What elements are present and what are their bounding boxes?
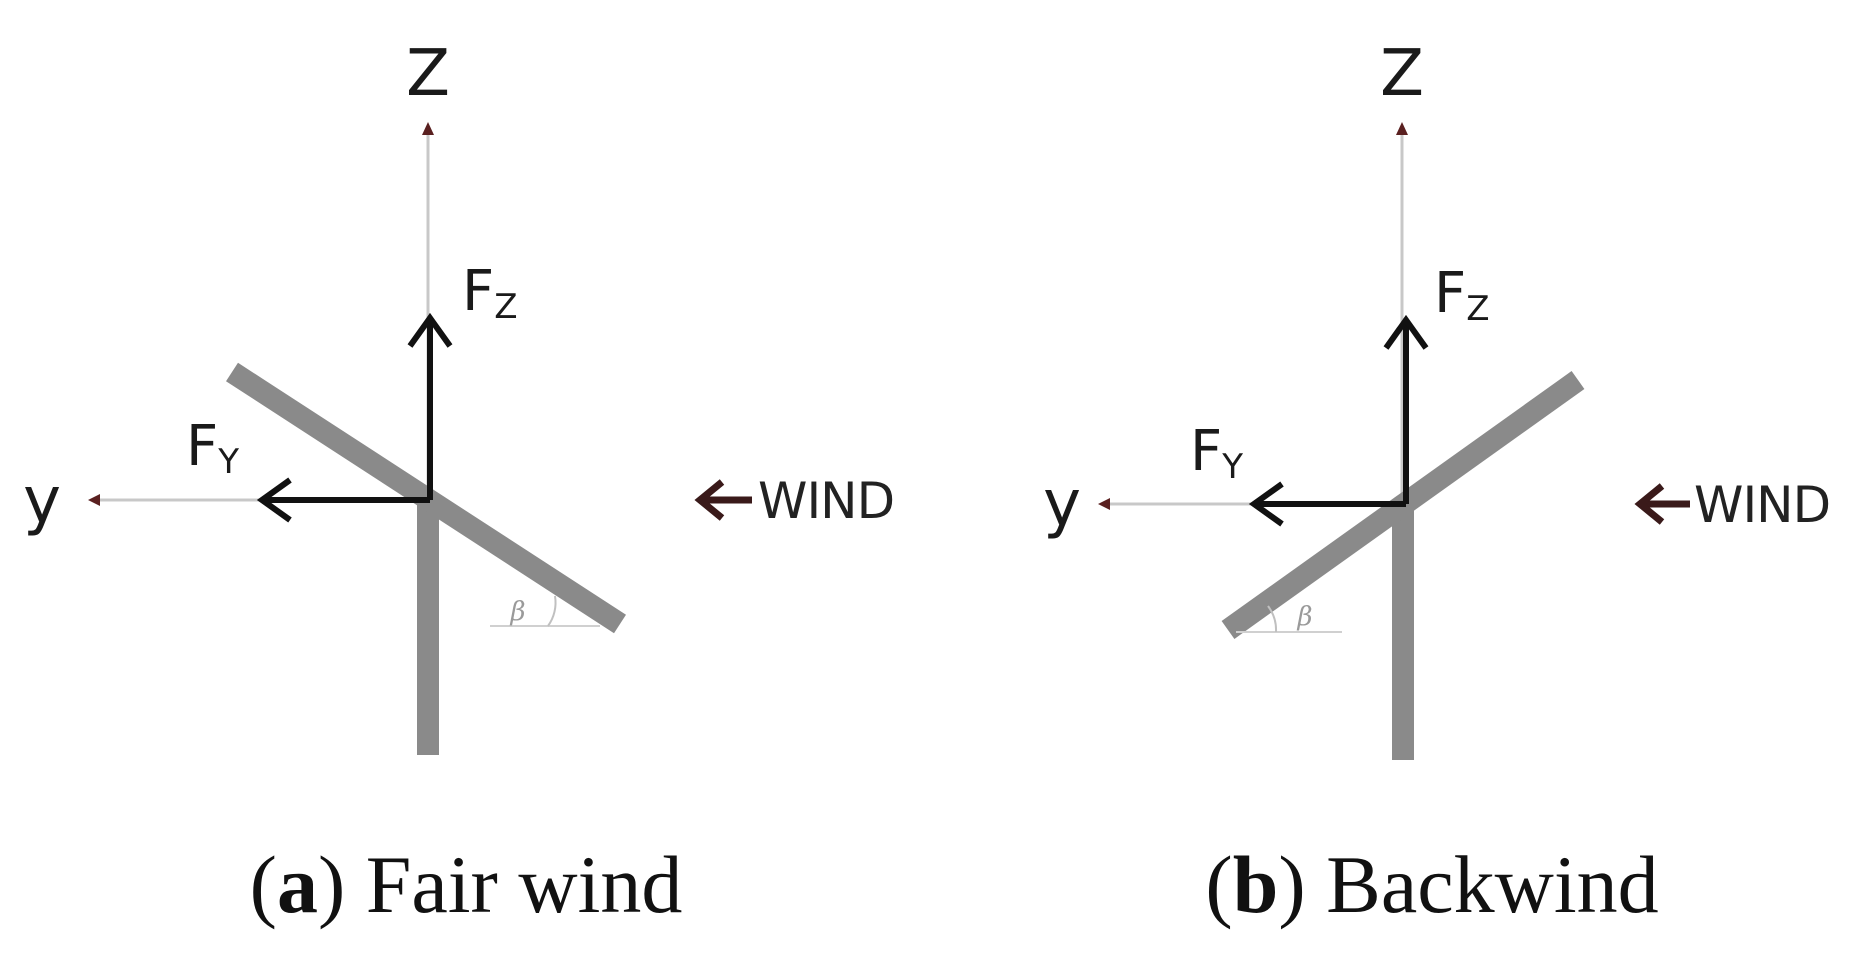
wind-arrow — [694, 479, 752, 521]
wind-arrow — [1634, 483, 1690, 525]
z-axis-arrowhead — [1396, 122, 1408, 135]
angle-beta-label: β — [1296, 602, 1312, 632]
caption-b: (b) Backwind — [1205, 839, 1658, 930]
panel-b: Z y β FZ FY WIND (b) Bac — [1043, 37, 1831, 930]
force-y-label: FY — [1190, 419, 1243, 487]
y-axis-label: y — [1043, 467, 1081, 541]
force-y-label: FY — [186, 414, 239, 482]
caption-a: (a) Fair wind — [250, 839, 683, 930]
wind-label: WIND — [1694, 476, 1830, 534]
force-z-label: FZ — [1434, 261, 1490, 329]
z-axis-label: Z — [1380, 37, 1424, 111]
angle-beta-label: β — [509, 597, 525, 627]
y-axis-arrowhead — [1098, 498, 1110, 510]
force-y-arrowhead — [1248, 481, 1284, 527]
force-z-arrowhead — [1383, 314, 1429, 350]
force-y-arrowhead — [256, 477, 292, 523]
y-axis-arrowhead — [88, 494, 100, 506]
angle-arc — [1267, 605, 1278, 633]
force-z-arrowhead — [407, 312, 453, 348]
z-axis-arrowhead — [422, 122, 434, 135]
angle-arc — [547, 595, 557, 627]
z-axis-label: Z — [406, 37, 450, 111]
y-axis-label: y — [23, 464, 61, 538]
wind-label: WIND — [758, 472, 894, 530]
panel-a: Z y β FZ FY WIND (a) Fai — [23, 37, 895, 930]
force-z-label: FZ — [462, 259, 518, 327]
